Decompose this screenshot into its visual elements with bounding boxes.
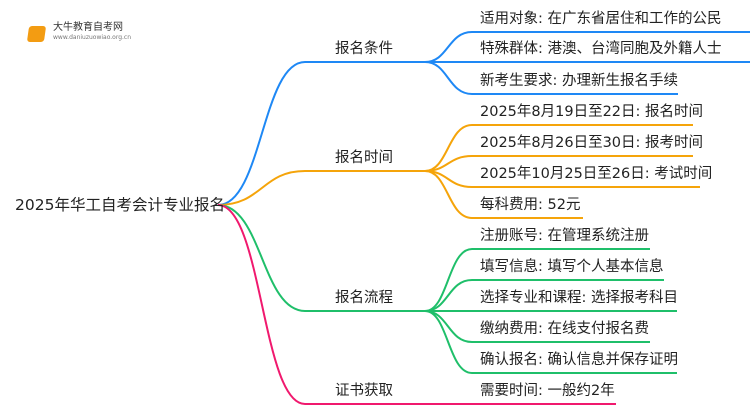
branch-connector: [217, 204, 425, 405]
branch-node: 报名流程: [335, 290, 393, 306]
logo: 大牛教育自考网 www.daniuzuowiao.org.cn: [18, 12, 138, 46]
leaf-node: 需要时间: 一般约2年: [480, 383, 615, 399]
root-node: 2025年华工自考会计专业报名: [15, 196, 225, 214]
leaf-connector: [424, 61, 678, 95]
leaf-connector: [424, 310, 677, 374]
leaf-node: 2025年10月25日至26日: 考试时间: [480, 166, 713, 182]
branch-connector: [217, 61, 425, 206]
leaf-node: 填写信息: 填写个人基本信息: [480, 259, 664, 275]
leaf-node: 适用对象: 在广东省居住和工作的公民: [480, 11, 722, 27]
leaf-connector: [424, 279, 664, 312]
leaf-node: 缴纳费用: 在线支付报名费: [480, 321, 649, 337]
leaf-node: 特殊群体: 港澳、台湾同胞及外籍人士: [480, 41, 722, 57]
leaf-connector: [424, 155, 693, 172]
leaf-node: 选择专业和课程: 选择报考科目: [480, 290, 678, 306]
leaf-node: 注册账号: 在管理系统注册: [480, 228, 649, 244]
branch-node: 报名条件: [335, 41, 393, 57]
logo-url: www.daniuzuowiao.org.cn: [53, 34, 132, 41]
leaf-connector: [424, 124, 693, 172]
branch-node: 报名时间: [335, 150, 393, 166]
leaf-node: 每科费用: 52元: [480, 197, 581, 213]
branch-connector: [217, 170, 425, 206]
leaf-connector: [424, 170, 583, 219]
leaf-node: 2025年8月26日至30日: 报考时间: [480, 135, 704, 151]
branch-node: 证书获取: [335, 383, 393, 399]
leaf-node: 新考生要求: 办理新生报名手续: [480, 73, 678, 89]
leaf-connector: [424, 31, 750, 63]
logo-name: 大牛教育自考网: [53, 22, 123, 33]
leaf-node: 确认报名: 确认信息并保存证明: [480, 352, 678, 368]
leaf-connector: [424, 248, 650, 312]
leaf-node: 2025年8月19日至22日: 报名时间: [480, 104, 704, 120]
branch-connector: [217, 204, 425, 312]
